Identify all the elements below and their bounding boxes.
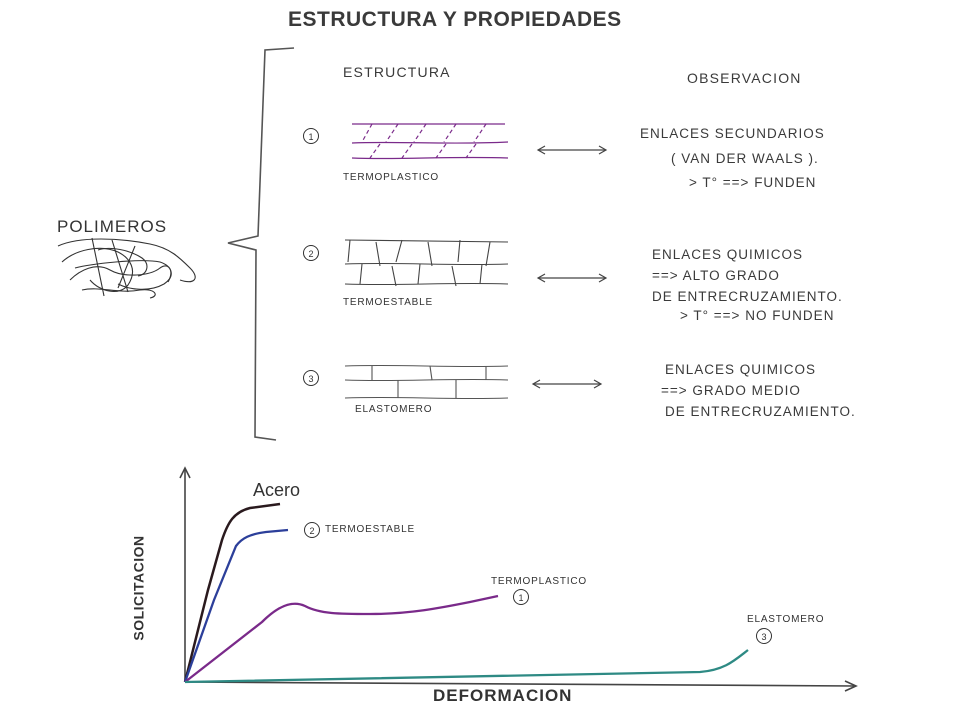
graph-axes — [179, 466, 858, 692]
curve-number-badge: 1 — [513, 589, 529, 605]
x-axis-label: DEFORMACION — [433, 686, 573, 705]
row-number-badge: 1 — [303, 128, 319, 144]
curve-acero — [183, 502, 281, 683]
curve-label-termoplastico: TERMOPLASTICO — [491, 576, 587, 587]
curve-termoestable — [183, 528, 289, 683]
group-bracket — [227, 47, 295, 441]
header-observacion: OBSERVACION — [687, 70, 802, 86]
curve-label-termoestable: TERMOESTABLE — [325, 524, 415, 535]
obs-line: ENLACES QUIMICOS — [665, 362, 817, 377]
obs-line: ==> ALTO GRADO — [652, 268, 780, 283]
y-axis-label: SOLICITACION — [130, 535, 147, 641]
header-estructura: ESTRUCTURA — [343, 64, 451, 80]
polimeros-label: POLIMEROS — [57, 217, 168, 236]
obs-line: > T° ==> FUNDEN — [689, 175, 817, 190]
curve-label-acero: Acero — [253, 480, 301, 500]
obs-line: DE ENTRECRUZAMIENTO. — [665, 404, 856, 419]
termoplastico-structure — [351, 123, 509, 160]
row-label-elastomero: ELASTOMERO — [355, 404, 433, 415]
obs-line: ( VAN DER WAALS ). — [671, 151, 819, 166]
curve-elastomero — [184, 649, 749, 684]
obs-line: > T° ==> NO FUNDEN — [680, 308, 835, 323]
relation-arrows — [531, 145, 608, 389]
polymer-scribble-icon — [57, 237, 196, 299]
termoestable-structure — [344, 239, 509, 287]
row-label-termoplastico: TERMOPLASTICO — [343, 172, 439, 183]
row-number-badge: 2 — [303, 245, 319, 261]
curve-number-badge: 3 — [756, 628, 772, 644]
row-label-termoestable: TERMOESTABLE — [343, 297, 433, 308]
curve-termoplastico — [184, 594, 499, 683]
elastomero-structure — [344, 364, 509, 400]
obs-line: ==> GRADO MEDIO — [661, 383, 801, 398]
obs-line: ENLACES SECUNDARIOS — [640, 126, 825, 141]
page-title: ESTRUCTURA Y PROPIEDADES — [288, 8, 622, 31]
row-number-badge: 3 — [303, 370, 319, 386]
obs-line: ENLACES QUIMICOS — [652, 247, 804, 262]
obs-line: DE ENTRECRUZAMIENTO. — [652, 289, 843, 304]
curve-number-badge: 2 — [304, 522, 320, 538]
curve-label-elastomero: ELASTOMERO — [747, 614, 825, 625]
